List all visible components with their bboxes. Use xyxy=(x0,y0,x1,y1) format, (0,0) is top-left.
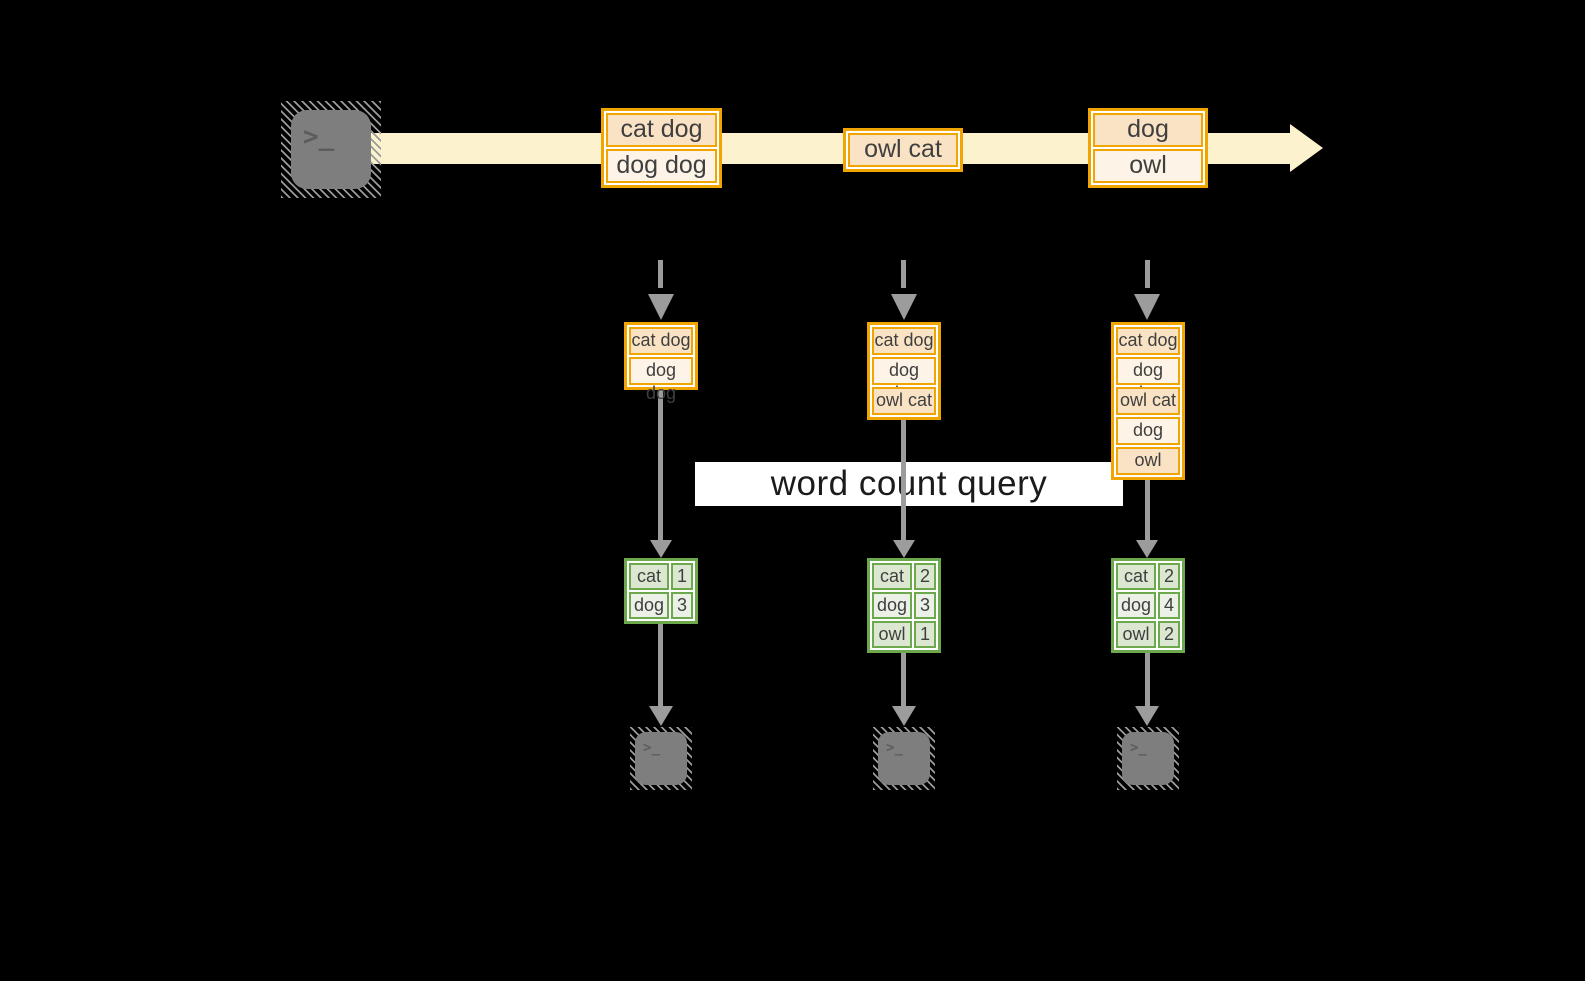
arrow-head xyxy=(1136,540,1158,558)
count-cell: 2 xyxy=(1158,621,1180,648)
word-cell: owl xyxy=(1116,621,1156,648)
state-line: owl cat xyxy=(1116,387,1180,415)
terminal-icon: >_ xyxy=(281,101,381,198)
count-cell: 1 xyxy=(671,563,693,590)
arrow-head xyxy=(893,540,915,558)
arrow-head xyxy=(649,706,673,726)
count-cell: 2 xyxy=(914,563,936,590)
stream-batch-3: dog owl xyxy=(1088,108,1208,188)
arrow-head xyxy=(892,706,916,726)
batch-line: cat dog xyxy=(606,113,717,147)
state-line: cat dog xyxy=(629,327,693,355)
dashed-arrow-head xyxy=(891,294,917,320)
arrow-shaft xyxy=(901,653,906,706)
count-cell: 3 xyxy=(671,592,693,619)
state-box-1: cat dog dog dog xyxy=(624,322,698,403)
count-table-1: cat 1 dog 3 xyxy=(624,558,698,624)
table-row: cat 2 xyxy=(872,563,936,590)
word-cell: owl xyxy=(872,621,912,648)
batch-line: owl xyxy=(1093,149,1203,183)
count-cell: 2 xyxy=(1158,563,1180,590)
query-label: word count query xyxy=(770,464,1048,503)
count-table-3: cat 2 dog 4 owl 2 xyxy=(1111,558,1185,653)
word-cell: cat xyxy=(872,563,912,590)
state-line: cat dog xyxy=(872,327,936,355)
arrow-head xyxy=(1135,706,1159,726)
terminal-icon: >_ xyxy=(873,727,935,790)
terminal-prompt: >_ xyxy=(643,740,660,756)
table-row: cat 2 xyxy=(1116,563,1180,590)
batch-line: owl cat xyxy=(848,133,958,167)
table-row: owl 2 xyxy=(1116,621,1180,648)
table-row: cat 1 xyxy=(629,563,693,590)
arrow-shaft xyxy=(1145,653,1150,706)
arrow-shaft xyxy=(658,390,663,540)
dashed-arrow-shaft xyxy=(901,260,906,288)
terminal-screen: >_ xyxy=(635,732,687,785)
word-cell: dog xyxy=(629,592,669,619)
arrow-shaft xyxy=(1145,478,1150,540)
terminal-prompt: >_ xyxy=(303,122,335,152)
count-table-2: cat 2 dog 3 owl 1 xyxy=(867,558,941,653)
word-cell: dog xyxy=(1116,592,1156,619)
stream-batch-1: cat dog dog dog xyxy=(601,108,722,188)
state-box-2: cat dog dog dog owl cat xyxy=(867,322,941,420)
state-line: dog dog xyxy=(1116,357,1180,403)
batch-line: dog xyxy=(1093,113,1203,147)
table-row: dog 3 xyxy=(629,592,693,619)
batch-line: dog dog xyxy=(606,149,717,183)
dashed-arrow-shaft xyxy=(1145,260,1150,288)
state-line: dog dog xyxy=(629,357,693,403)
count-cell: 4 xyxy=(1158,592,1180,619)
word-cell: dog xyxy=(872,592,912,619)
table-row: owl 1 xyxy=(872,621,936,648)
stream-batch-2: owl cat xyxy=(843,128,963,172)
arrow-head xyxy=(650,540,672,558)
terminal-icon: >_ xyxy=(630,727,692,790)
state-line: cat dog xyxy=(1116,327,1180,355)
count-cell: 1 xyxy=(914,621,936,648)
terminal-prompt: >_ xyxy=(1130,740,1147,756)
table-row: dog 4 xyxy=(1116,592,1180,619)
count-cell: 3 xyxy=(914,592,936,619)
terminal-screen: >_ xyxy=(291,110,371,189)
arrow-shaft xyxy=(658,624,663,706)
word-cell: cat xyxy=(1116,563,1156,590)
dashed-arrow-shaft xyxy=(658,260,663,288)
stream-timeline-arrowhead xyxy=(1290,124,1323,172)
state-line: dog dog xyxy=(872,357,936,403)
terminal-prompt: >_ xyxy=(886,740,903,756)
state-box-3: cat dog dog dog owl cat dog owl xyxy=(1111,322,1185,480)
state-line: owl xyxy=(1116,447,1180,475)
query-label-band: word count query xyxy=(695,462,1123,506)
terminal-screen: >_ xyxy=(878,732,930,785)
terminal-screen: >_ xyxy=(1122,732,1174,785)
arrow-shaft xyxy=(901,420,906,540)
state-line: dog xyxy=(1116,417,1180,445)
dashed-arrow-head xyxy=(1134,294,1160,320)
state-line: owl cat xyxy=(872,387,936,415)
word-cell: cat xyxy=(629,563,669,590)
terminal-icon: >_ xyxy=(1117,727,1179,790)
dashed-arrow-head xyxy=(648,294,674,320)
table-row: dog 3 xyxy=(872,592,936,619)
